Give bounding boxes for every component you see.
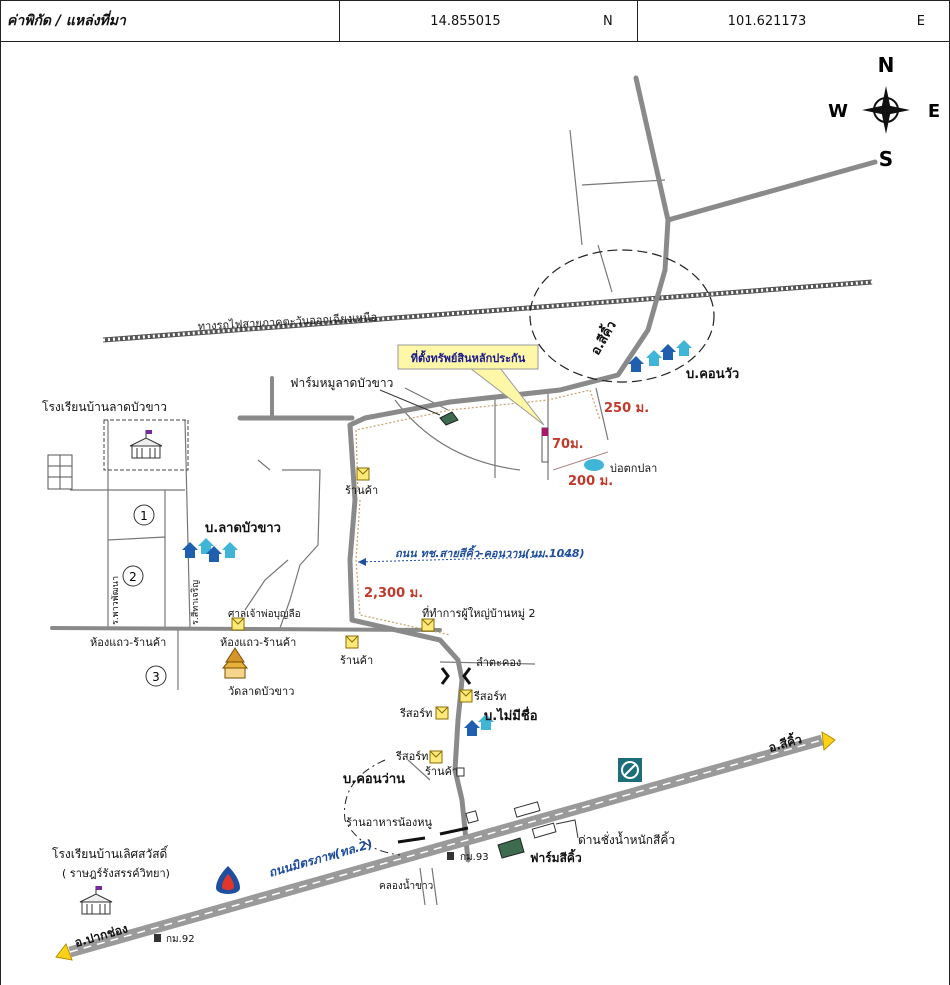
temple-icon [221,647,249,679]
marker-2: 2 [122,565,144,587]
soi-right-label: ร.สีทาเจริญ [190,580,201,625]
longitude-direction: E [916,13,926,29]
property-callout-text: ที่ตั้งทรัพย์สินหลักประกัน [411,350,526,365]
resort-3-label: รีสอร์ท [395,750,428,763]
route-dotted [355,389,601,493]
arrow-right-icon [821,731,836,752]
railway-line [102,279,873,343]
school-grounds [103,419,189,471]
school-lertsawat-sub: ( ราษฎร์รังสรรค์วิทยา) [62,867,170,880]
shrine-label: ศาลเจ้าพ่อบุญลือ [228,608,301,620]
weigh-station-label: ด่านชั่งน้ำหนักสีคิ้ว [578,831,675,847]
overpass-icon [397,826,469,844]
road-1048-pointer [357,555,577,563]
km92-label: กม.92 [166,934,195,945]
shrine-icon [231,617,245,631]
longitude-cell: 101.621173 E [638,1,949,41]
khonwan-area-outline [344,759,401,856]
marker-1: 1 [133,504,155,526]
fish-pond-icon [584,459,604,471]
main-roads [50,75,878,863]
shop-1-label: ร้านค้า [345,484,378,497]
ptt-station-icon [618,758,642,782]
svg-text:3: 3 [152,670,160,684]
property-callout: ที่ตั้งทรัพย์สินหลักประกัน [397,344,545,426]
distance-200-line [552,451,609,471]
svg-text:1: 1 [140,509,148,523]
village-head-office-icon [421,618,435,632]
school-lertsawat-icon [79,885,113,915]
resort-1-icon [459,689,473,703]
school-ladbuakhao-label: โรงเรียนบ้านลาดบัวขาว [42,400,167,414]
restaurant-icon [465,810,479,824]
shop-rooms-2-label: ห้องแถว-ร้านค้า [220,636,296,649]
compass-e: E [928,101,940,122]
khonwua-area-outline [529,249,715,383]
km92-marker-icon [154,934,161,942]
distance-200: 200 ม. [568,474,613,489]
farm-building-icon [439,411,459,426]
marker-3: 3 [145,665,167,687]
shop-2-icon [345,635,359,649]
restaurant-label: ร้านอาหารน้องหนู [346,816,432,829]
farm-sikhiu-label: ฟาร์มสีคิ้ว [530,848,582,865]
ladbuakhao-houses-icon [182,538,238,562]
property-marker-icon [542,428,548,436]
gas-station-icon [216,866,240,894]
school-building-icon [129,429,163,459]
shop-1-icon [356,467,370,481]
pig-farm-label: ฟาร์มหมูลาดบัวขาว [290,376,393,391]
resort-3-icon [429,750,443,764]
mittraphap-highway [55,731,836,961]
resort-2-icon [435,706,449,720]
village-khonwan: บ.คอนว่าน [343,772,405,787]
distance-250: 250 ม. [604,401,649,416]
sports-field-icon [47,454,73,490]
shop-3-icon [456,767,465,777]
km93-marker-icon [447,852,454,860]
school-lertsawat-label: โรงเรียนบ้านเลิศสวัสดิ์ [52,845,169,861]
shop-3-label: ร้านค้า [425,765,458,778]
compass-n: N [878,53,895,77]
latitude-direction: N [602,13,613,29]
compass-w: W [828,101,848,122]
fish-pond-label: บ่อตกปลา [610,462,657,475]
shop-2-label: ร้านค้า [340,654,373,667]
distance-70: 70ม. [552,437,584,452]
bridge-icon [440,667,472,685]
district-sikhiu-top: อ.สีคิ้ว [585,317,620,358]
distance-2300: 2,300 ม. [364,586,423,601]
village-head-office-label: ที่ทำการผู้ใหญ่บ้านหมู่ 2 [422,605,536,620]
road-1048-label: ถนน ทช.สายสีคิ้ว-คอนวาน(นม.1048) [395,545,585,560]
minor-lanes [70,129,666,906]
svg-text:2: 2 [129,570,137,584]
coordinates-header: ค่าพิกัด / แหล่งที่มา 14.855015 N 101.62… [0,0,950,42]
compass-s: S [879,147,893,171]
route-dotted-lower [355,499,451,636]
latitude-value: 14.855015 [430,13,501,29]
village-maimeechue: บ.ไม่มีชื่อ [484,706,538,724]
header-title: ค่าพิกัด / แหล่งที่มา [1,1,341,41]
latitude-cell: 14.855015 N [340,1,638,41]
farm-sikhiu-icon [497,837,525,859]
wat-label: วัดลาดบัวขาว [228,685,294,698]
shop-rooms-1-label: ห้องแถว-ร้านค้า [90,636,166,649]
canal-label: ลำตะคอง [476,656,521,669]
km93-label: กม.93 [460,852,489,863]
railway-label: ทางรถไฟสายภาคตะวันออกเฉียงเหนือ [197,311,377,333]
village-ladbuakhao: บ.ลาดบัวขาว [205,521,281,536]
resort-1-label: รีสอร์ท [473,690,506,703]
longitude-value: 101.621173 [727,13,807,29]
compass-rose-icon: N S W E [828,53,940,171]
resort-2-label: รีสอร์ท [399,707,432,720]
weigh-station-icon [513,801,557,839]
canal-namkhao-label: คลองน้ำขาว [379,878,433,892]
arrow-left-icon [55,942,73,961]
soi-left-label: ร.พาวพัฒนา [111,576,121,625]
village-khonwua: บ.คอนวัว [686,367,739,382]
